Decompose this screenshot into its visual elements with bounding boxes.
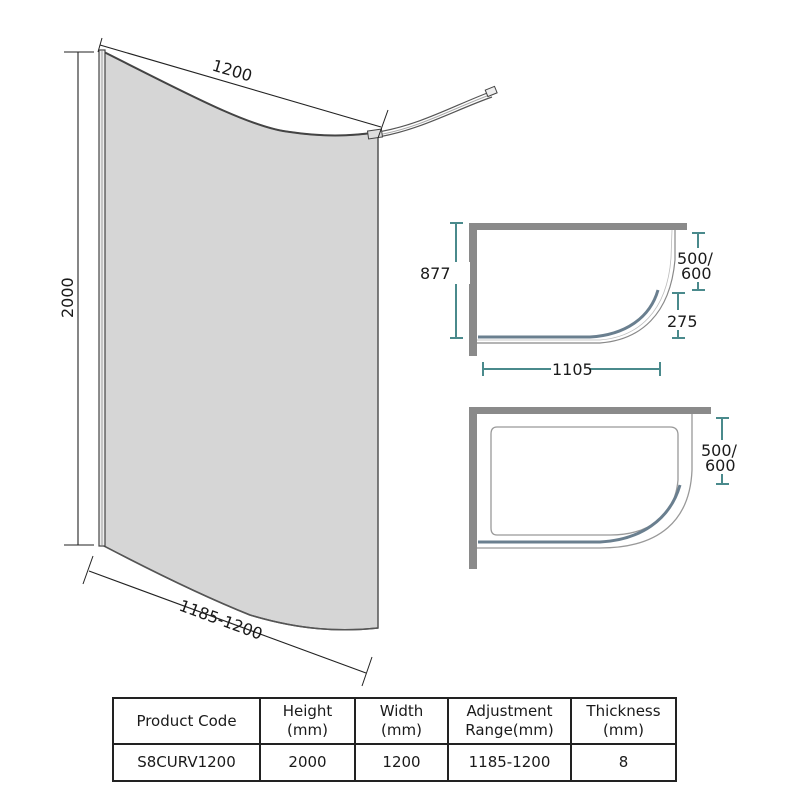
cell-product-code: S8CURV1200: [112, 743, 261, 782]
dimension-curve: 275: [665, 292, 699, 339]
header-product-code: Product Code: [112, 697, 261, 745]
dim-height-label: 2000: [58, 277, 77, 318]
dimension-return-bottom: 500/ 600: [700, 417, 744, 485]
perspective-view: 1200 2000 1185-1200: [58, 37, 498, 687]
header-thickness: Thickness(mm): [570, 697, 677, 745]
curved-panel-bottom: [478, 484, 682, 544]
glass-panel: [103, 50, 379, 631]
spec-table: Product Code Height(mm) Width(mm) Adjust…: [112, 697, 677, 782]
dimension-depth: 877: [420, 222, 470, 339]
plan-view-bottom: 500/ 600: [469, 407, 744, 569]
dim-depth-label: 877: [420, 264, 451, 283]
dim-return-bottom-label-2: 600: [705, 456, 736, 475]
dimension-height: 2000: [58, 51, 94, 546]
cell-adjustment-range: 1185-1200: [447, 743, 572, 782]
header-width: Width(mm): [354, 697, 449, 745]
dim-length-label: 1105: [552, 360, 593, 379]
spec-table-header: Product Code Height(mm) Width(mm) Adjust…: [112, 697, 677, 745]
dim-return-bottom-label-1: 500/: [701, 441, 738, 460]
curved-panel-top: [478, 289, 660, 339]
dimension-length: 1105: [482, 360, 661, 379]
support-arm: [366, 85, 498, 140]
plan-view-top: 877 500/ 600 275 1105: [420, 222, 722, 379]
cell-width: 1200: [354, 743, 449, 782]
dim-curve-label: 275: [667, 312, 698, 331]
cell-thickness: 8: [570, 743, 677, 782]
dim-return-label-2: 600: [681, 264, 712, 283]
table-row: S8CURV1200 2000 1200 1185-1200 8: [112, 743, 677, 782]
cell-height: 2000: [259, 743, 356, 782]
dim-width-label: 1200: [210, 56, 254, 86]
dim-return-label-1: 500/: [677, 249, 714, 268]
header-height: Height(mm): [259, 697, 356, 745]
dimension-return-top: 500/ 600: [677, 232, 722, 291]
